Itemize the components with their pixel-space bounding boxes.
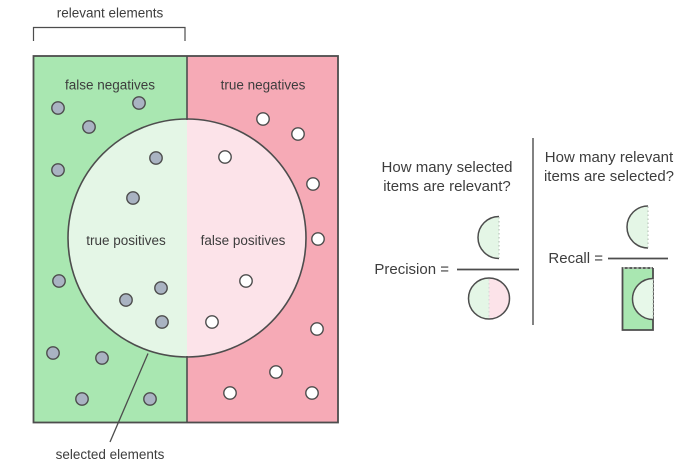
- false-negatives-label: false negatives: [65, 78, 155, 93]
- relevant-elements-label: relevant elements: [57, 6, 164, 21]
- non-relevant-item-dot: [205, 315, 219, 329]
- relevant-item-dot: [119, 293, 133, 307]
- non-relevant-item-dot: [310, 322, 324, 336]
- precision-numerator-half-disc: [477, 215, 500, 260]
- precision-question-line1: How many selected: [382, 159, 513, 176]
- relevant-item-dot: [95, 351, 109, 365]
- relevant-item-dot: [143, 392, 157, 406]
- non-relevant-item-dot: [223, 386, 237, 400]
- relevant-item-dot: [154, 281, 168, 295]
- outer-rectangle-border: [32, 55, 339, 424]
- non-relevant-item-dot: [239, 274, 253, 288]
- precision-question-line2: items are relevant?: [383, 178, 511, 195]
- relevant-item-dot: [75, 392, 89, 406]
- relevant-item-dot: [51, 101, 65, 115]
- relevant-item-dot: [46, 346, 60, 360]
- recall-numerator-half-disc: [626, 205, 649, 249]
- precision-denominator-left-half: [468, 278, 489, 319]
- non-relevant-item-dot: [305, 386, 319, 400]
- true-negatives-label: true negatives: [221, 78, 306, 93]
- non-relevant-item-dot: [306, 177, 320, 191]
- recall-label: Recall =: [548, 250, 603, 267]
- non-relevant-item-dot: [269, 365, 283, 379]
- non-relevant-item-dot: [218, 150, 232, 164]
- precision-denominator-circle: [467, 277, 511, 320]
- recall-question-line2: items are selected?: [544, 168, 674, 185]
- relevant-item-dot: [132, 96, 146, 110]
- precision-section: How many selected items are relevant? Pr…: [374, 159, 519, 320]
- recall-denominator-half-disc: [631, 277, 654, 321]
- dots-layer: [46, 96, 325, 406]
- relevant-item-dot: [155, 315, 169, 329]
- selected-elements-leader-line: [109, 353, 149, 443]
- precision-denominator-right-half: [489, 278, 510, 319]
- relevant-item-dot: [126, 191, 140, 205]
- recall-section: How many relevant items are selected? Re…: [544, 149, 674, 331]
- relevant-item-dot: [51, 163, 65, 177]
- venn-diagram: relevant elements false negatives true n…: [32, 6, 339, 462]
- non-relevant-item-dot: [291, 127, 305, 141]
- recall-question-line1: How many relevant: [545, 149, 674, 166]
- true-positives-region: [68, 119, 187, 357]
- precision-label: Precision =: [374, 261, 449, 278]
- relevant-item-dot: [149, 151, 163, 165]
- non-relevant-item-dot: [311, 232, 325, 246]
- relevant-elements-bracket: [32, 26, 186, 41]
- relevant-item-dot: [82, 120, 96, 134]
- non-relevant-item-dot: [256, 112, 270, 126]
- false-positives-label: false positives: [201, 233, 286, 248]
- relevant-item-dot: [52, 274, 66, 288]
- true-positives-label: true positives: [86, 233, 166, 248]
- selected-elements-label: selected elements: [56, 447, 165, 462]
- selected-circle-outline: [67, 118, 307, 358]
- false-positives-region: [187, 119, 306, 357]
